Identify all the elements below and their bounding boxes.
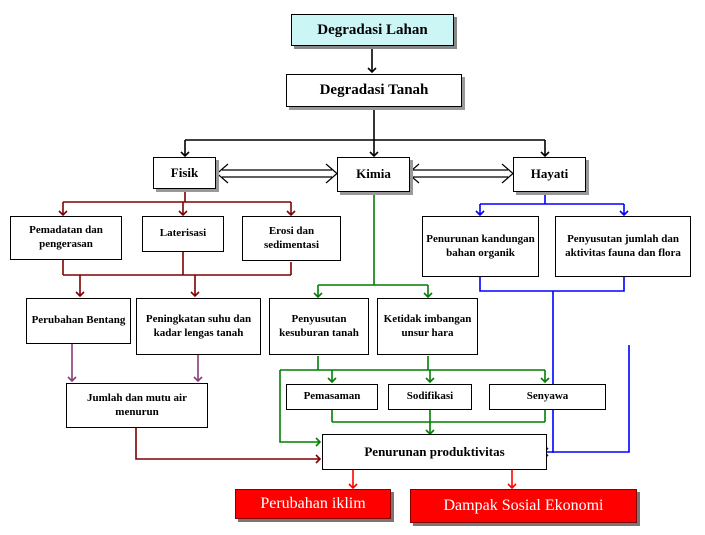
node-senyawa-label: Senyawa [526,390,569,403]
node-jumlah-mutu-air-label: Jumlah dan mutu air menurun [87,391,187,418]
node-ketidak-imbangan-label: Ketidak imbangan unsur hara [383,312,472,339]
node-penurunan-kandungan: Penurunan kandungan bahan organik [422,216,539,277]
node-senyawa: Senyawa [489,384,606,410]
node-degradasi-lahan: Degradasi Lahan [291,14,454,46]
node-penurunan-kandungan-label: Penurunan kandungan bahan organik [426,232,535,259]
node-kimia-label: Kimia [356,166,391,182]
node-pemadatan-label: Pemadatan dan pengerasan [29,224,103,250]
node-peningkatan-suhu-label: Peningkatan suhu dan kadar lengas tanah [145,312,252,339]
node-jumlah-mutu-air: Jumlah dan mutu air menurun [66,383,208,428]
double-arrow-fisik-kimia-head-r [325,163,338,184]
node-laterisasi: Laterisasi [142,216,224,252]
double-arrow-kimia-hayati-head-r [501,163,514,184]
node-degradasi-lahan-label: Degradasi Lahan [317,21,428,38]
node-ketidak-imbangan: Ketidak imbangan unsur hara [377,298,478,355]
node-degradasi-tanah: Degradasi Tanah [286,74,462,107]
node-penyusutan-jumlah-label: Penyusutan jumlah dan aktivitas fauna da… [565,232,681,259]
node-perubahan-iklim-label: Perubahan iklim [260,495,366,512]
node-perubahan-iklim: Perubahan iklim [235,489,391,519]
node-dampak-sosial-ekonomi-label: Dampak Sosial Ekonomi [443,497,604,514]
node-penurunan-produktivitas-label: Penurunan produktivitas [364,443,505,459]
node-pemasaman-label: Pemasaman [303,390,361,403]
node-erosi-label: Erosi dan sedimentasi [264,224,319,251]
node-penyusutan-jumlah: Penyusutan jumlah dan aktivitas fauna da… [555,216,691,277]
node-kimia: Kimia [337,157,410,192]
node-hayati: Hayati [513,157,586,192]
node-sodifikasi-label: Sodifikasi [406,390,454,403]
node-dampak-sosial-ekonomi: Dampak Sosial Ekonomi [410,489,637,523]
node-pemasaman: Pemasaman [286,384,378,410]
node-perubahan-bentang: Perubahan Bentang [26,298,131,344]
node-peningkatan-suhu: Peningkatan suhu dan kadar lengas tanah [136,298,261,355]
node-degradasi-tanah-label: Degradasi Tanah [319,82,429,99]
node-penyusutan-kesuburan-label: Penyusutan kesuburan tanah [279,312,359,339]
node-penurunan-produktivitas: Penurunan produktivitas [322,434,547,470]
node-laterisasi-label: Laterisasi [159,227,207,240]
node-fisik: Fisik [153,157,216,189]
node-perubahan-bentang-label: Perubahan Bentang [31,314,126,327]
double-arrow-fisik-kimia-head-l [216,163,229,184]
node-erosi: Erosi dan sedimentasi [242,216,341,261]
node-hayati-label: Hayati [530,166,569,182]
node-sodifikasi: Sodifikasi [388,384,472,410]
node-pemadatan: Pemadatan dan pengerasan [10,216,122,260]
node-penyusutan-kesuburan: Penyusutan kesuburan tanah [269,298,369,355]
node-fisik-label: Fisik [170,164,199,180]
